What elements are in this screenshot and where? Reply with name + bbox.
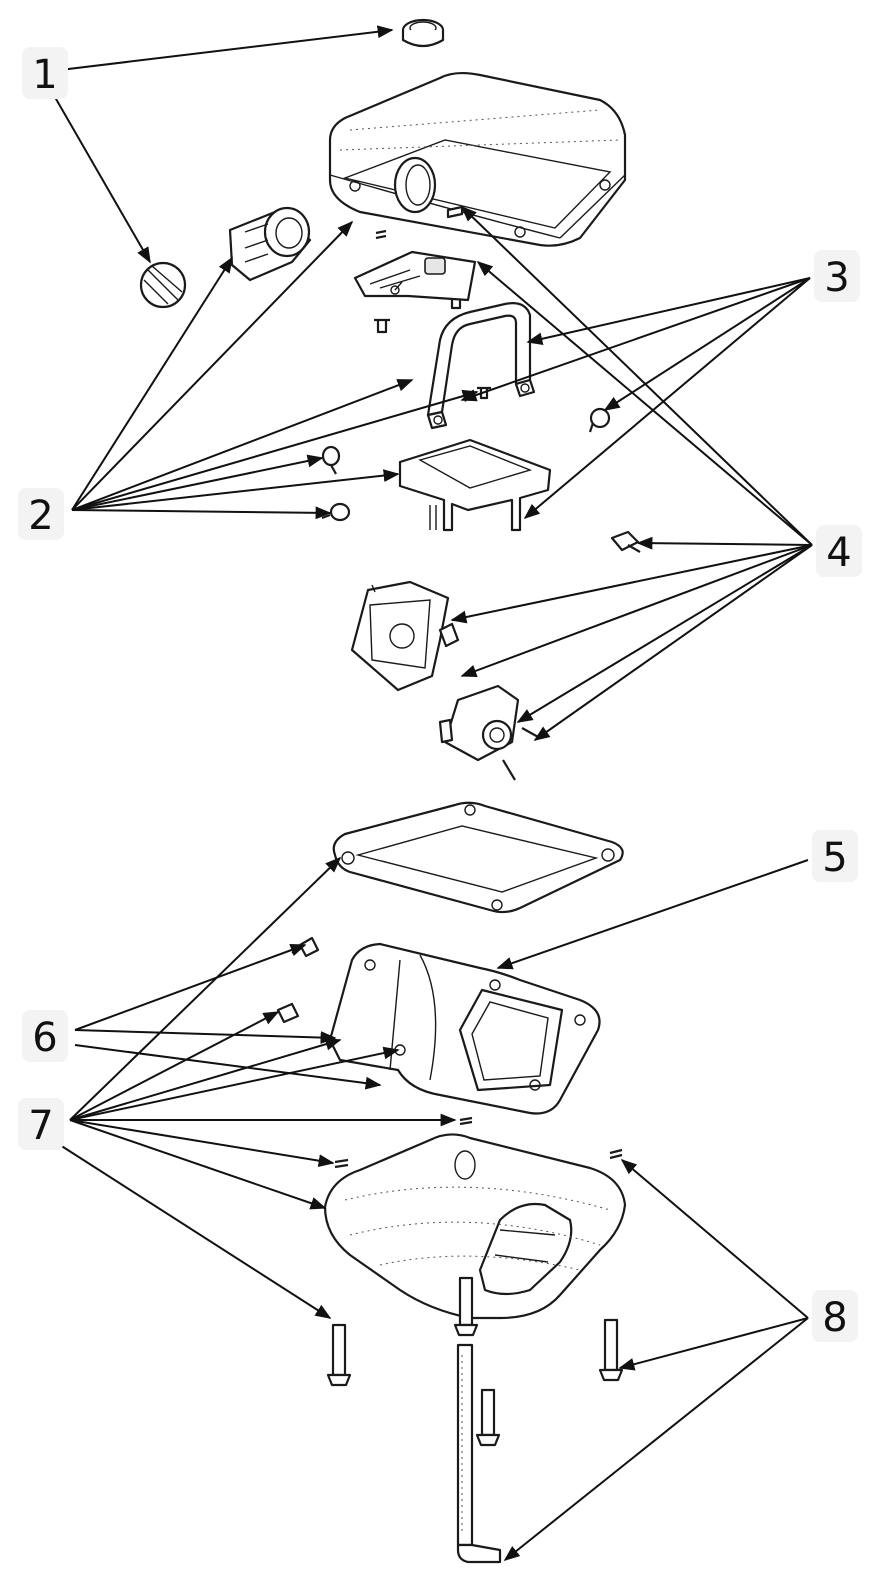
gasket [332, 801, 624, 914]
callout-7-label: 7 [28, 1103, 53, 1149]
cap-plug-top [401, 18, 445, 48]
leader-lines [51, 25, 813, 1561]
bezel-shroud [328, 942, 601, 1115]
u-bracket [426, 302, 536, 430]
callout-3-label: 3 [824, 255, 849, 301]
connector-right [610, 530, 641, 553]
camera-mount-plate [350, 580, 460, 692]
dome-cover [323, 1133, 627, 1320]
callout-1: 1 [22, 47, 68, 99]
callout-8-label: 8 [822, 1295, 847, 1341]
small-screws-middle [321, 407, 611, 522]
circuit-board [353, 250, 477, 302]
hex-key [456, 1343, 502, 1564]
callout-5: 5 [812, 830, 858, 882]
callout-6: 6 [22, 1010, 68, 1062]
main-housing [328, 71, 627, 247]
tray-bracket [398, 438, 552, 532]
callout-8: 8 [812, 1290, 858, 1342]
small-screw-lower [334, 1116, 623, 1169]
callout-2-label: 2 [28, 493, 53, 539]
cable-gland [228, 206, 312, 282]
hinge-screws [276, 936, 320, 1024]
callout-4-label: 4 [826, 530, 851, 576]
callout-2: 2 [18, 488, 64, 540]
callout-7: 7 [18, 1098, 64, 1150]
callout-1-label: 1 [32, 52, 57, 98]
small-screws-upper [374, 205, 491, 400]
threaded-plug-left [139, 261, 187, 309]
callout-5-label: 5 [822, 835, 847, 881]
callout-3: 3 [814, 250, 860, 302]
bolts-bottom [326, 1276, 624, 1447]
callout-6-label: 6 [32, 1015, 57, 1061]
camera-module [438, 684, 541, 781]
callout-4: 4 [816, 525, 862, 577]
